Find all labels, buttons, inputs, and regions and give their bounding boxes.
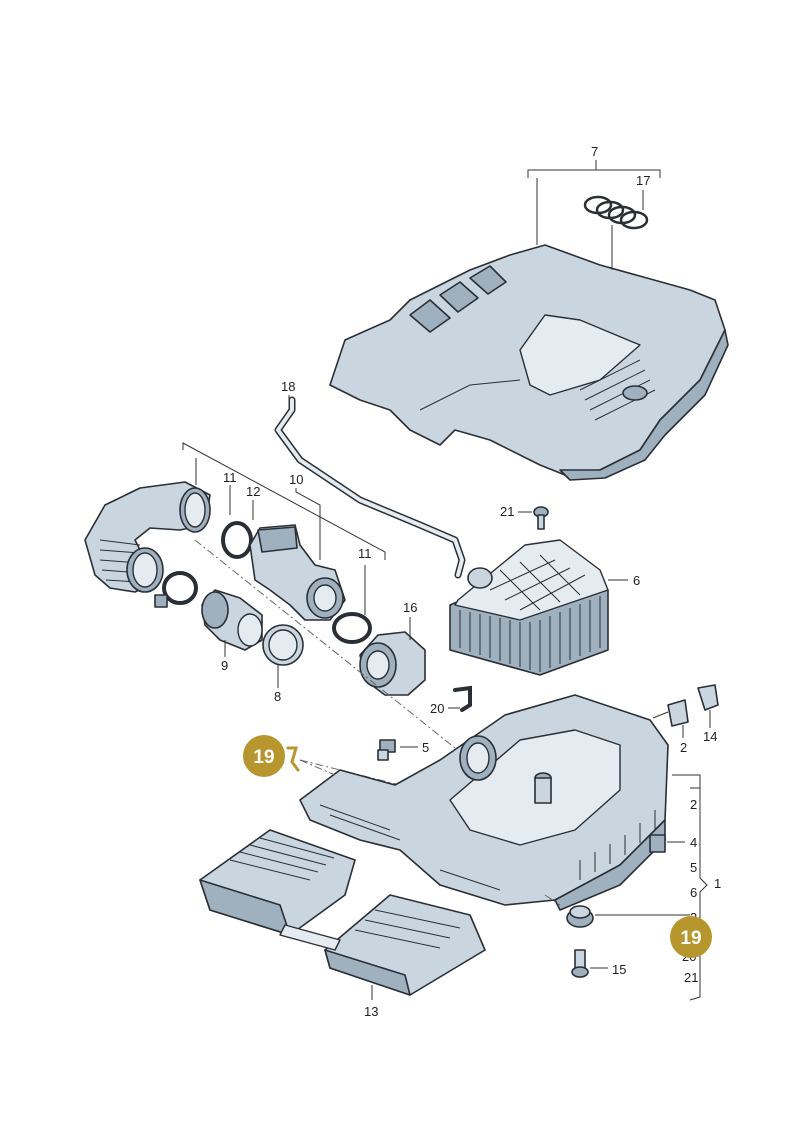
emblem-rings [583,195,649,230]
badge-label: 19 [253,747,274,768]
callout-21-top: 21 [500,504,514,519]
bracket [453,685,472,712]
highlight-badge-left[interactable]: 19 [243,735,285,777]
callout-18: 18 [281,379,295,394]
callout-15: 15 [612,962,626,977]
callout-9: 9 [221,658,228,673]
mount-clip [667,684,719,727]
callout-2-list: 2 [690,797,697,812]
callout-17: 17 [636,173,650,188]
throttle-housing [359,631,426,696]
callout-16: 16 [403,600,417,615]
callout-11-right: 11 [358,546,372,561]
air-box-housing [299,694,669,911]
callout-7: 7 [591,144,598,159]
sensor [377,739,396,761]
callout-5-list: 5 [690,860,697,875]
engine-cover [329,195,729,481]
callout-12: 12 [246,484,260,499]
badge-label: 19 [680,928,701,949]
callout-6-top: 6 [633,573,640,588]
screw [533,506,549,530]
callout-11-top: 11 [223,470,237,485]
callout-21-list: 21 [684,970,698,985]
mount-screw [571,949,589,978]
callout-2-upper: 2 [680,740,687,755]
air-mass-meter [249,524,346,621]
connector-pipe [201,589,263,651]
highlight-badge-right[interactable]: 19 [670,916,712,958]
callout-13: 13 [364,1004,378,1019]
callout-14: 14 [703,729,717,744]
callout-5-left: 5 [422,740,429,755]
callout-8: 8 [274,689,281,704]
callout-20-left: 20 [430,701,444,716]
intake-hose [84,481,211,593]
air-filter [449,539,609,676]
callout-10: 10 [289,472,303,487]
callout-6-list: 6 [690,885,697,900]
air-duct [199,829,486,996]
callout-4: 4 [690,835,697,850]
callout-1: 1 [714,876,721,891]
highlighted-clip [286,746,300,772]
